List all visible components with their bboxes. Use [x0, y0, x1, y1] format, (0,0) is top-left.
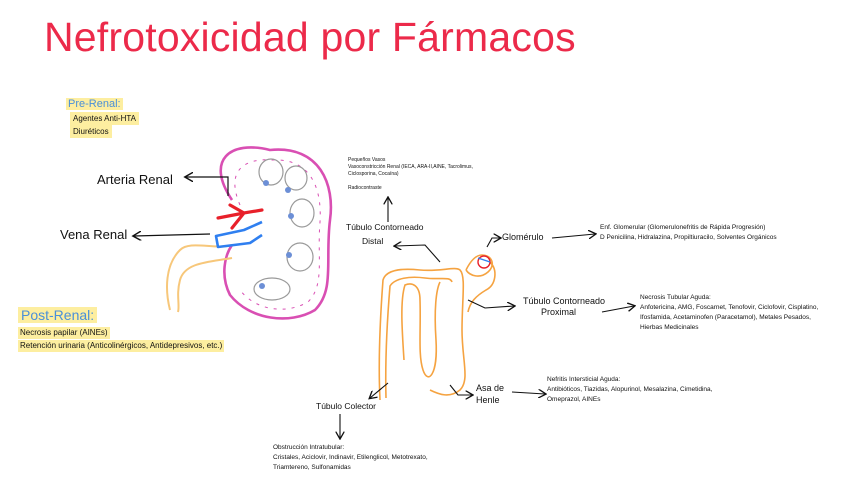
arrow-glomerulo-notes [551, 234, 595, 238]
renal-vein [214, 220, 263, 249]
proximal-notes: Necrosis Tubular Aguda: Anfotericina, AM… [640, 293, 818, 333]
colector-notes: Obstrucción Intratubular: Cristales, Aci… [273, 443, 428, 473]
distal-note: Radiocontraste [348, 185, 382, 191]
arrow-proximal [467, 299, 514, 308]
post-renal-item: Retención urinaria (Anticolinérgicos, An… [18, 340, 225, 352]
henle-label-line1: Asa de [476, 383, 505, 393]
renal-artery [216, 203, 264, 230]
arrow-vena [134, 234, 211, 236]
glomerulo-note: D Penicilina, Hidralazina, Propiltiuraci… [600, 234, 777, 241]
pre-renal-heading: Pre-Renal: [66, 98, 123, 110]
proximal-note: Hierbas Medicinales [640, 324, 699, 331]
vena-renal-label: Vena Renal [60, 227, 128, 242]
pre-renal-item: Agentes Anti-HTA [70, 112, 139, 125]
glomerulo-label: Glomérulo [502, 232, 544, 242]
proximal-note: Ifosfamida, Acetaminofen (Paracetamol), … [640, 314, 811, 321]
arrow-henle [449, 384, 472, 395]
kidney-outline-inner [234, 159, 321, 310]
henle-note: Antibióticos, Tiazidas, Alopurinol, Mesa… [547, 386, 713, 393]
ureter [177, 257, 233, 313]
arrow-colector [370, 382, 389, 398]
arrow-distal [395, 245, 441, 263]
distal-note: Pequeños Vasos [348, 157, 386, 163]
glomerulo-note: Enf. Glomerular (Glomerulonefritis de Rá… [600, 224, 766, 231]
henle-note: Omeprazol, AINEs [547, 396, 601, 403]
arrow-henle-notes [511, 392, 545, 394]
proximal-label-line2: Proximal [541, 307, 577, 317]
page-title: Nefrotoxicidad por Fármacos [44, 14, 576, 60]
nephron [378, 254, 496, 401]
arrow-glomerulo [486, 238, 500, 248]
pre-renal-block: Pre-Renal: [66, 94, 123, 112]
proximal-note: Anfotericina, AMG, Foscarnet, Tenofovir,… [640, 304, 819, 311]
distal-label-line2: Distal [362, 236, 384, 246]
renal-pelvis [166, 244, 233, 311]
distal-label-line1: Túbulo Contorneado [346, 222, 424, 232]
proximal-label-line1: Túbulo Contorneado [523, 296, 606, 306]
henle-notes: Nefritis Intersticial Aguda: Antibiótico… [547, 375, 712, 405]
colector-note: Triamtereno, Sulfonamidas [273, 464, 351, 471]
colector-note: Cristales, Aciclovir, Indinavir, Etileng… [273, 454, 428, 461]
arrow-arteria [186, 177, 229, 196]
distal-note: Vasoconstricción Renal (IECA, ARA-II,AIN… [348, 164, 473, 170]
pre-renal-item: Diuréticos [70, 125, 112, 138]
calyces [259, 180, 294, 289]
henle-label-line2: Henle [476, 395, 500, 405]
glomerulo-notes: Enf. Glomerular (Glomerulonefritis de Rá… [600, 223, 777, 243]
colector-label: Túbulo Colector [316, 401, 377, 411]
distal-note: Ciclosporina, Cocaína) [348, 171, 399, 177]
distal-note-spacer [348, 178, 473, 185]
proximal-note: Necrosis Tubular Aguda: [640, 294, 711, 301]
renal-pyramids [253, 158, 315, 301]
colector-note: Obstrucción Intratubular: [273, 444, 345, 451]
distal-notes: Pequeños Vasos Vasoconstricción Renal (I… [348, 157, 473, 192]
arteria-renal-label: Arteria Renal [97, 172, 173, 187]
post-renal-heading: Post-Renal: [18, 307, 98, 323]
henle-note: Nefritis Intersticial Aguda: [547, 376, 621, 383]
kidney-outline [219, 146, 333, 320]
arrow-proximal-notes [601, 306, 634, 313]
post-renal-item: Necrosis papilar (AINEs) [18, 327, 110, 339]
